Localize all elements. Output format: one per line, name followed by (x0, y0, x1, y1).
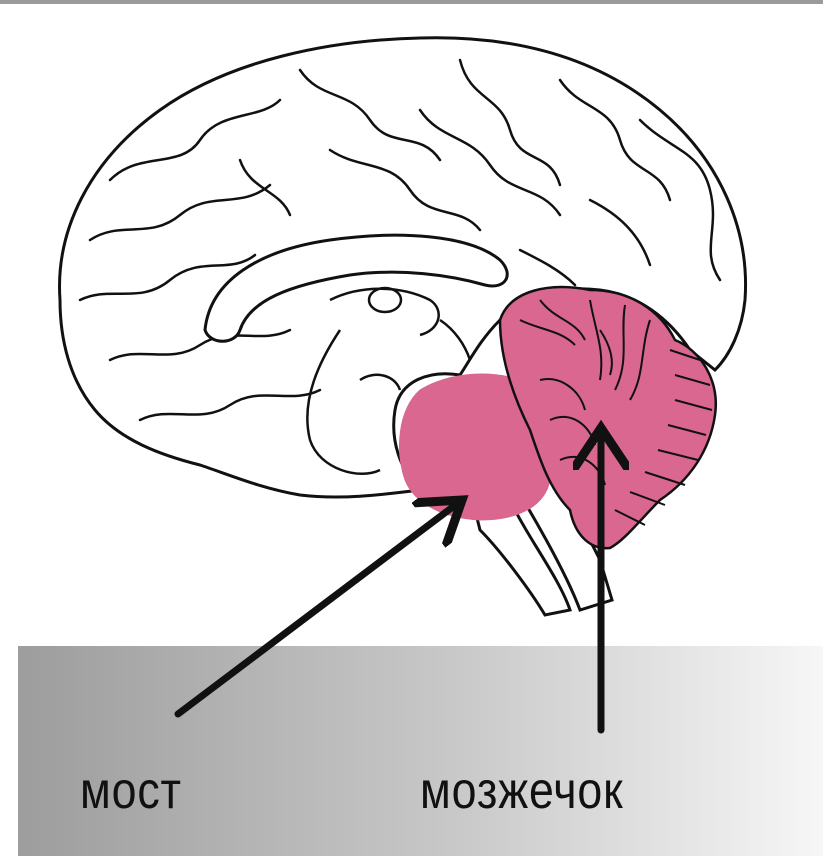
cerebellum-label: мозжечок (420, 765, 624, 817)
top-border (0, 0, 823, 4)
label-band (18, 646, 823, 856)
pons-label: мост (80, 765, 182, 817)
